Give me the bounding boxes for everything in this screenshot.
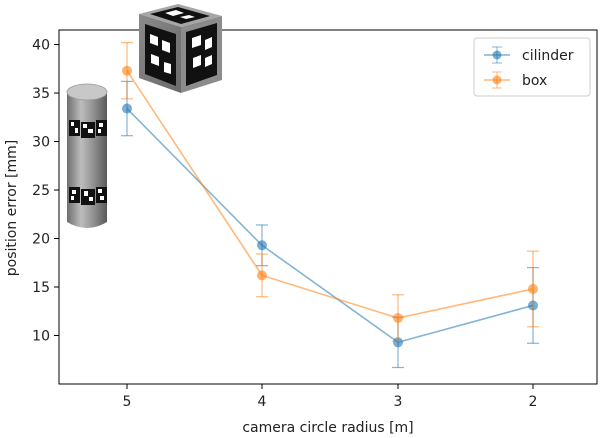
y-tick-label: 20 (32, 232, 50, 248)
y-tick-label: 10 (32, 329, 50, 345)
y-tick-label: 40 (32, 38, 50, 54)
data-point-box (528, 283, 538, 294)
series-box (121, 42, 539, 342)
x-tick-label: 5 (123, 394, 132, 410)
data-point-cilinder (122, 103, 132, 114)
data-point-cilinder (257, 240, 267, 251)
legend-entry-cilinder: cilinder (484, 46, 574, 64)
y-axis-label: position error [mm] (4, 140, 20, 276)
series-line-cilinder (126, 107, 534, 344)
y-tick-label: 25 (32, 183, 50, 199)
x-axis-label: camera circle radius [m] (242, 420, 413, 436)
series-line-box (126, 70, 534, 319)
legend-entry-box: box (484, 71, 547, 89)
legend: cilinder box (473, 37, 591, 97)
data-point-box (257, 270, 267, 281)
x-axis-ticks: 5 4 3 2 (123, 384, 538, 410)
cube-marker-icon (139, 4, 222, 93)
series-layer (121, 42, 539, 369)
legend-label-box: box (522, 73, 547, 89)
plot-frame (58, 29, 598, 385)
y-tick-label: 30 (32, 135, 50, 151)
x-tick-label: 4 (258, 394, 267, 410)
y-tick-label: 15 (32, 280, 50, 296)
legend-box (473, 37, 591, 97)
series-cilinder (121, 80, 539, 369)
data-point-box (122, 65, 132, 76)
y-axis-ticks: 10 15 20 25 30 35 40 (32, 38, 59, 345)
y-tick-label: 35 (32, 86, 50, 102)
data-point-cilinder (393, 337, 403, 348)
cylinder-marker-icon (66, 83, 108, 228)
data-point-box (393, 313, 403, 324)
x-tick-label: 3 (394, 394, 403, 410)
legend-label-cilinder: cilinder (522, 48, 574, 64)
x-tick-label: 2 (529, 394, 538, 410)
